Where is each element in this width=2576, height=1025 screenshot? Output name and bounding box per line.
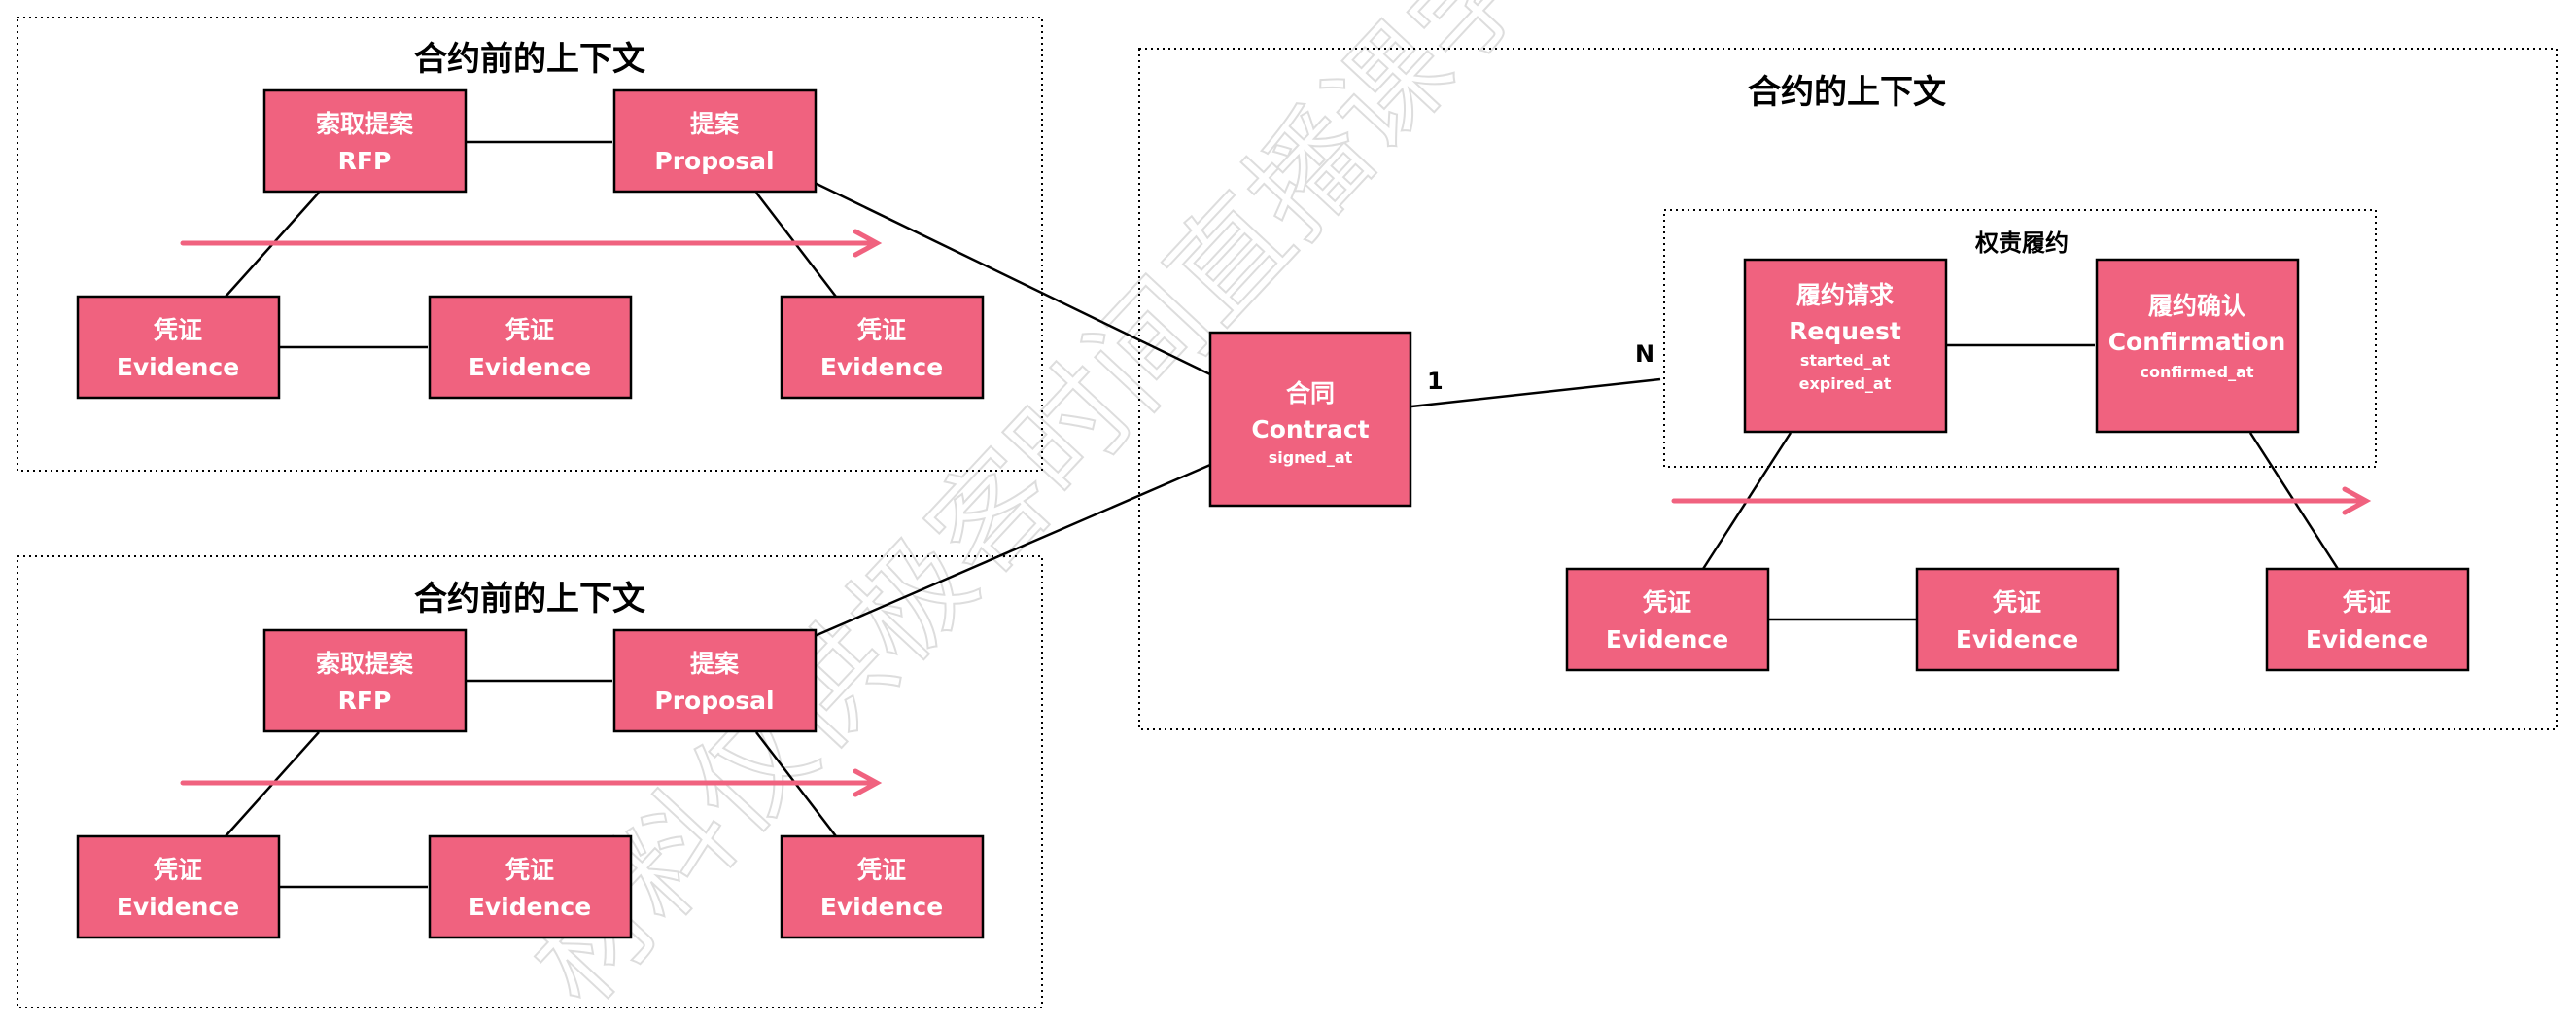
pre-contract-context-bottom-title: 合约前的上下文 — [414, 580, 645, 619]
node-label-en: Confirmation — [2108, 328, 2286, 356]
node-attr-signed-at: signed_at — [1269, 448, 1353, 467]
link-proposal-top-contract — [814, 181, 1211, 376]
node-evidence-top-3: 凭证 Evidence — [780, 295, 985, 400]
node-label-zh: 凭证 — [505, 316, 554, 344]
node-label-en: Contract — [1251, 415, 1369, 443]
node-confirmation: 履约确认 Confirmation confirmed_at — [2095, 258, 2300, 434]
node-label-zh: 凭证 — [1992, 588, 2041, 617]
node-proposal-bottom: 提案 Proposal — [612, 628, 818, 733]
node-evidence-contract-2: 凭证 Evidence — [1915, 567, 2120, 672]
node-evidence-top-1: 凭证 Evidence — [76, 295, 281, 400]
link-proposal-bottom-contract — [814, 463, 1211, 638]
node-label-en: Evidence — [117, 893, 239, 921]
node-label-en: Request — [1789, 317, 1901, 345]
node-label-en: Evidence — [820, 353, 943, 381]
node-label-en: RFP — [338, 687, 392, 715]
node-evidence-top-1-box — [76, 295, 281, 400]
fulfillment-context — [1663, 209, 2377, 468]
node-label-en: Evidence — [117, 353, 239, 381]
node-evidence-contract-1: 凭证 Evidence — [1565, 567, 1770, 672]
node-evidence-contract-1-box — [1565, 567, 1770, 672]
flow-arrow-fulfillment-head — [2342, 486, 2372, 515]
node-label-zh: 凭证 — [1642, 588, 1691, 617]
node-label-en: Proposal — [654, 147, 774, 175]
node-label-en: RFP — [338, 147, 392, 175]
node-request-box — [1743, 258, 1948, 434]
node-label-zh: 凭证 — [856, 856, 906, 884]
node-contract-box — [1208, 331, 1412, 508]
node-label-en: Evidence — [1956, 625, 2078, 654]
node-proposal-bottom-box — [612, 628, 818, 733]
flow-arrow-bottom-head — [853, 768, 883, 797]
node-label-zh: 索取提案 — [316, 650, 414, 678]
node-label-zh: 履约请求 — [1796, 281, 1894, 309]
flow-arrow-top-head — [853, 229, 883, 258]
node-evidence-bottom-1: 凭证 Evidence — [76, 834, 281, 939]
pre-contract-context-bottom — [17, 555, 1043, 1008]
node-label-zh: 凭证 — [856, 316, 906, 344]
link-contract-request — [1410, 377, 1661, 408]
node-rfp-top-box — [262, 88, 468, 194]
node-rfp-bottom: 索取提案 RFP — [262, 628, 468, 733]
node-label-en: Evidence — [820, 893, 943, 921]
contract-context-title: 合约的上下文 — [1748, 73, 1946, 112]
fulfillment-context-title: 权责履约 — [1974, 230, 2069, 257]
node-evidence-bottom-2-box — [428, 834, 633, 939]
node-rfp-top: 索取提案 RFP — [262, 88, 468, 194]
flow-arrows — [180, 229, 2372, 797]
node-evidence-contract-2-box — [1915, 567, 2120, 672]
pre-contract-context-top — [17, 17, 1043, 472]
node-evidence-bottom-3: 凭证 Evidence — [780, 834, 985, 939]
node-label-zh: 提案 — [690, 110, 740, 138]
node-evidence-top-2-box — [428, 295, 633, 400]
node-label-en: Evidence — [469, 893, 591, 921]
node-evidence-top-2: 凭证 Evidence — [428, 295, 633, 400]
node-evidence-contract-3: 凭证 Evidence — [2265, 567, 2470, 672]
node-attr-confirmed-at: confirmed_at — [2140, 363, 2253, 381]
node-evidence-bottom-1-box — [76, 834, 281, 939]
node-confirmation-box — [2095, 258, 2300, 434]
node-proposal-top: 提案 Proposal — [612, 88, 818, 194]
node-label-zh: 履约确认 — [2148, 292, 2245, 320]
node-rfp-bottom-box — [262, 628, 468, 733]
node-label-zh: 索取提案 — [316, 110, 414, 138]
node-label-zh: 凭证 — [153, 856, 202, 884]
node-evidence-top-3-box — [780, 295, 985, 400]
node-proposal-top-box — [612, 88, 818, 194]
node-label-zh: 合同 — [1286, 379, 1335, 407]
cardinality-one: 1 — [1427, 368, 1444, 395]
pre-contract-context-top-title: 合约前的上下文 — [414, 40, 645, 79]
node-label-en: Evidence — [1606, 625, 1728, 654]
node-label-zh: 提案 — [690, 650, 740, 678]
node-attr-expired-at: expired_at — [1799, 374, 1892, 393]
cardinality-many: N — [1635, 340, 1654, 368]
node-evidence-bottom-3-box — [780, 834, 985, 939]
node-evidence-contract-3-box — [2265, 567, 2470, 672]
node-label-en: Evidence — [469, 353, 591, 381]
node-label-zh: 凭证 — [505, 856, 554, 884]
node-label-en: Proposal — [654, 687, 774, 715]
node-request: 履约请求 Request started_at expired_at — [1743, 258, 1948, 434]
node-label-zh: 凭证 — [153, 316, 202, 344]
contract-context — [1138, 48, 2558, 730]
node-label-en: Evidence — [2306, 625, 2428, 654]
node-attr-started-at: started_at — [1800, 351, 1891, 370]
node-contract: 合同 Contract signed_at — [1208, 331, 1412, 508]
node-evidence-bottom-2: 凭证 Evidence — [428, 834, 633, 939]
node-label-zh: 凭证 — [2342, 588, 2391, 617]
